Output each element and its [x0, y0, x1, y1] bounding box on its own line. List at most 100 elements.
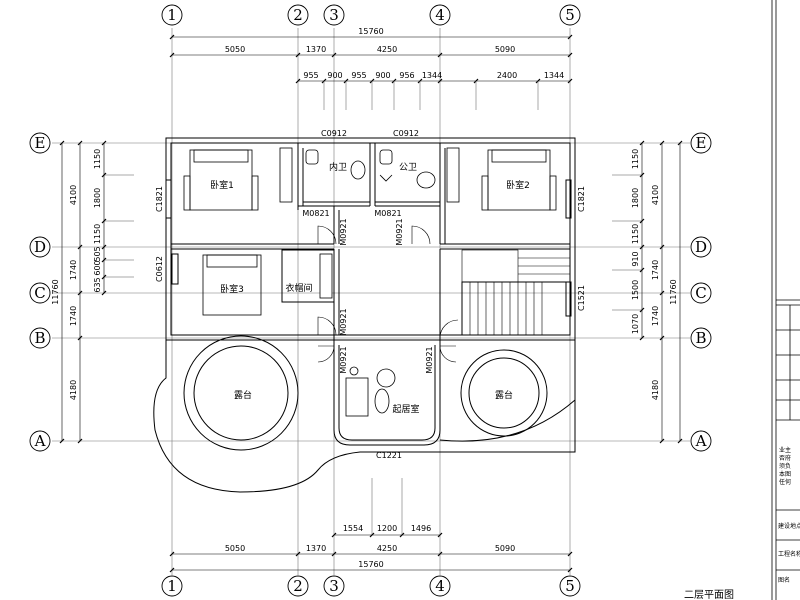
room-bedroom-2-label: 卧室2 [506, 179, 530, 191]
code-c1821-right: C1821 [577, 186, 586, 212]
room-closet-label: 衣帽间 [285, 282, 312, 294]
left-dimension-lines [59, 140, 134, 444]
dim-right-inner-5: 1500 [631, 280, 640, 300]
code-c1821-left: C1821 [155, 186, 164, 212]
room-public-bath-label: 公卫 [399, 162, 417, 173]
dim-bottom-seg-2: 1370 [306, 544, 326, 553]
drawing-caption: 二层平面图 [684, 589, 734, 600]
door-swings [317, 225, 459, 363]
dim-top-detail-5: 956 [399, 71, 414, 80]
room-bedroom-1-label: 卧室1 [210, 179, 234, 191]
top-dimension-lines [169, 34, 573, 110]
dim-left-inner-3: 1150 [93, 224, 102, 244]
dim-bottom-seg-4: 5090 [495, 544, 515, 553]
dim-left-total: 11760 [51, 279, 60, 304]
dim-top-detail-4: 900 [375, 71, 390, 80]
dim-top-seg-2: 1370 [306, 45, 326, 54]
title-note-1: 业主 [779, 446, 791, 454]
code-c0912-a: C0912 [321, 129, 347, 138]
dim-left-inner-5: 600 [93, 260, 102, 275]
axis-label-col-5: 5 [565, 6, 575, 24]
code-m0921-e: M0921 [425, 346, 434, 373]
axis-label-row-d: D [34, 238, 46, 256]
dim-top-detail-1: 955 [303, 71, 318, 80]
axis-grid [52, 28, 690, 575]
bath-fixtures [305, 149, 436, 189]
title-row-project: 工程名称 [778, 550, 800, 558]
axis-label-col-5-bottom: 5 [565, 577, 575, 595]
dim-bottom-seg-3: 4250 [377, 544, 397, 553]
dim-right-total: 11760 [669, 279, 678, 304]
axis-label-col-1-bottom: 1 [167, 577, 177, 595]
dim-left-outer-1: 4100 [69, 185, 78, 205]
code-m0921-d: M0921 [339, 346, 348, 373]
axis-label-row-e-right: E [696, 134, 707, 152]
title-note-3: 须负 [779, 462, 791, 470]
code-m0921-b: M0921 [395, 218, 404, 245]
dim-top-detail-2: 900 [327, 71, 342, 80]
dim-right-inner-4: 910 [631, 251, 640, 266]
dim-top-detail-3: 955 [351, 71, 366, 80]
dim-right-inner-2: 1800 [631, 188, 640, 208]
dim-bottom-detail-3: 1496 [411, 524, 431, 533]
dim-bottom-seg-1: 5050 [225, 544, 245, 553]
code-m0921-c: M0921 [339, 308, 348, 335]
dim-left-inner-4: 505 [93, 246, 102, 261]
dim-left-outer-4: 4180 [69, 380, 78, 400]
axis-label-row-d-right: D [695, 238, 707, 256]
dim-left-inner-6: 635 [93, 277, 102, 292]
code-m0921-a: M0921 [339, 218, 348, 245]
axis-label-row-a-right: A [695, 432, 707, 450]
code-c0612: C0612 [155, 256, 164, 282]
dim-right-outer-4: 4180 [651, 380, 660, 400]
code-m0821-b: M0821 [374, 209, 401, 218]
title-row-location: 建设地点 [778, 522, 800, 530]
axis-label-col-3-bottom: 3 [329, 577, 339, 595]
dim-top-detail-6: 1344 [422, 71, 442, 80]
axis-label-row-e: E [35, 134, 46, 152]
dim-right-outer-2: 1740 [651, 260, 660, 280]
axis-bubbles [29, 4, 712, 597]
dim-top-detail-7: 2400 [497, 71, 517, 80]
wardrobes [279, 147, 460, 299]
dim-left-inner-2: 1800 [93, 188, 102, 208]
dim-top-detail-8: 1344 [544, 71, 564, 80]
living-furniture [345, 366, 396, 417]
beds [183, 149, 557, 316]
dim-bottom-detail-1: 1554 [343, 524, 363, 533]
dim-total-top: 15760 [358, 27, 383, 36]
room-terrace-left-label: 露台 [234, 389, 252, 401]
code-m0821-a: M0821 [302, 209, 329, 218]
title-block [771, 0, 800, 600]
bottom-dimension-lines [169, 478, 573, 573]
terrace-rings [183, 335, 548, 451]
right-dimension-lines [612, 140, 683, 444]
dim-left-inner-1: 1150 [93, 149, 102, 169]
room-living-label: 起居室 [392, 403, 419, 415]
axis-label-col-2-bottom: 2 [293, 577, 303, 595]
walls [165, 137, 576, 341]
code-c1221: C1221 [376, 451, 402, 460]
dim-right-outer-1: 4100 [651, 185, 660, 205]
dim-top-seg-4: 5090 [495, 45, 515, 54]
axis-label-col-4: 4 [435, 6, 445, 24]
bed-2 [487, 149, 551, 211]
dim-right-outer-3: 1740 [651, 306, 660, 326]
bed-1 [189, 149, 253, 211]
axis-label-row-b: B [34, 329, 45, 347]
room-bedroom-3-label: 卧室3 [220, 283, 244, 295]
dim-right-inner-6: 1070 [631, 314, 640, 334]
axis-label-row-c: C [34, 284, 45, 302]
title-row-drawing: 图名 [778, 576, 790, 584]
axis-label-col-3: 3 [329, 6, 339, 24]
dim-left-outer-3: 1740 [69, 306, 78, 326]
axis-label-row-b-right: B [695, 329, 706, 347]
dim-left-outer-2: 1740 [69, 260, 78, 280]
axis-label-col-4-bottom: 4 [435, 577, 445, 595]
axis-label-row-a: A [34, 432, 46, 450]
axis-label-row-c-right: C [695, 284, 706, 302]
room-inner-bath-label: 内卫 [329, 161, 347, 173]
title-note-2: 否府 [779, 454, 791, 462]
dim-right-inner-3: 1150 [631, 224, 640, 244]
